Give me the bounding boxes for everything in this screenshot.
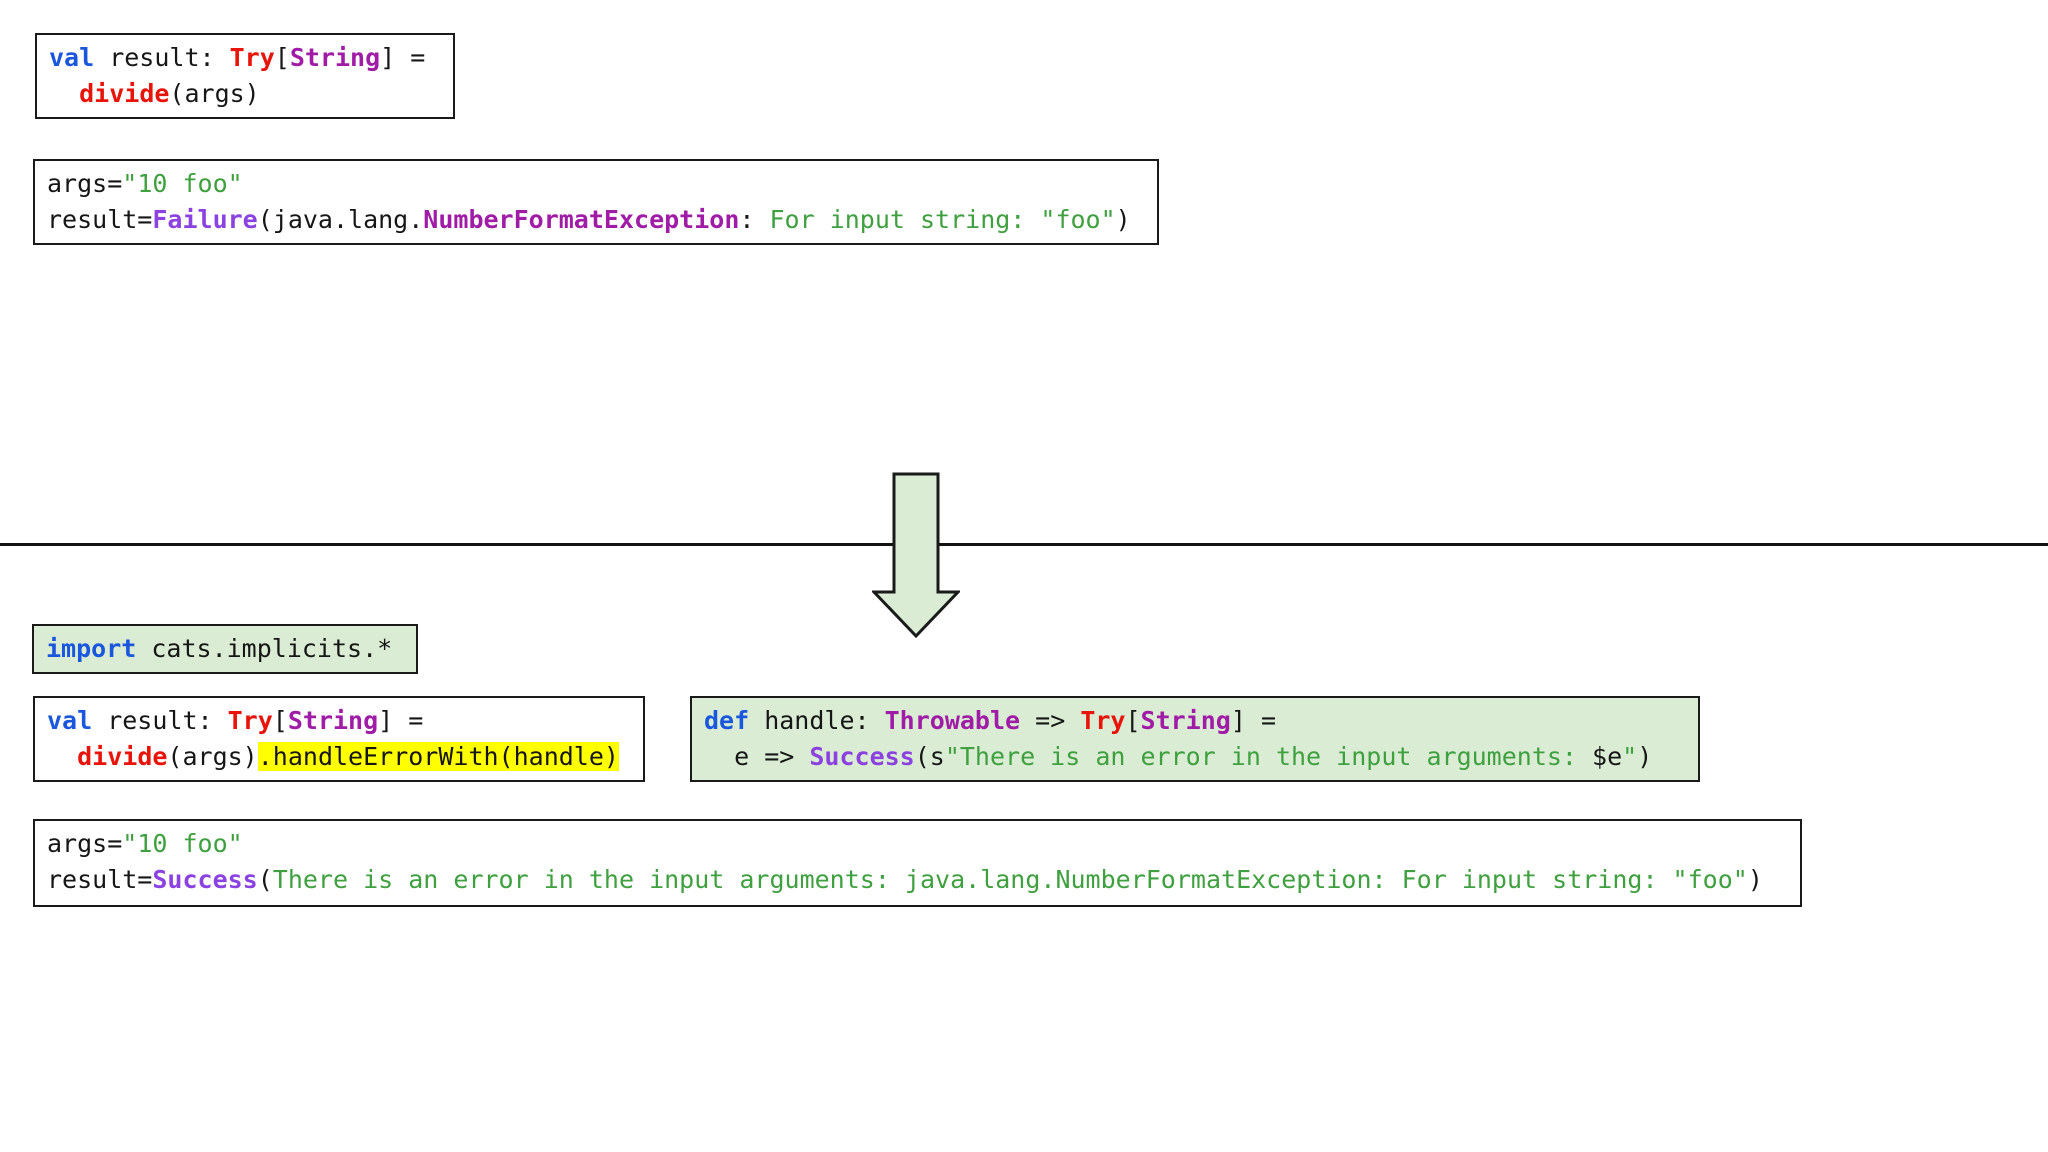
code-token: divide bbox=[77, 742, 168, 771]
code-token: String bbox=[287, 706, 379, 735]
code-token: [ bbox=[272, 706, 288, 735]
code-token: For input string: "foo" bbox=[769, 205, 1116, 234]
code-token: $e bbox=[1592, 742, 1623, 771]
code-token: import bbox=[46, 634, 137, 663]
code-token: (java.lang. bbox=[257, 205, 424, 234]
code-token: Failure bbox=[152, 205, 258, 234]
code-token: There is an error in the input arguments… bbox=[272, 865, 1748, 894]
code-token: "There is an error in the input argument… bbox=[944, 742, 1593, 771]
code-token: : bbox=[739, 205, 770, 234]
code-token: divide bbox=[79, 79, 170, 108]
code-line: result=Success(There is an error in the … bbox=[47, 862, 1788, 898]
code-token: result: bbox=[94, 43, 230, 72]
code-token: Throwable bbox=[884, 706, 1021, 735]
code-token: def bbox=[704, 706, 750, 735]
code-line: divide(args) bbox=[49, 76, 441, 112]
code-token bbox=[49, 79, 79, 108]
code-line: divide(args).handleErrorWith(handle) bbox=[47, 739, 631, 775]
code-token: args= bbox=[47, 169, 123, 198]
code-line: import cats.implicits.* bbox=[46, 631, 404, 667]
code-line: args="10 foo" bbox=[47, 826, 1788, 862]
code-token bbox=[47, 742, 77, 771]
code-token: ) bbox=[1637, 742, 1653, 771]
code-token: " bbox=[1622, 742, 1638, 771]
code-token: ) bbox=[1115, 205, 1131, 234]
output-box-success: args="10 foo"result=Success(There is an … bbox=[33, 819, 1802, 907]
code-token: (args) bbox=[169, 79, 260, 108]
code-line: e => Success(s"There is an error in the … bbox=[704, 739, 1686, 775]
code-token: result= bbox=[47, 865, 153, 894]
code-token: [ bbox=[274, 43, 290, 72]
code-token: cats.implicits.* bbox=[136, 634, 393, 663]
code-token: [ bbox=[1125, 706, 1141, 735]
code-token: "10 foo" bbox=[122, 169, 243, 198]
import-box: import cats.implicits.* bbox=[32, 624, 418, 674]
code-token: ] = bbox=[1230, 706, 1276, 735]
code-token: e => bbox=[704, 742, 810, 771]
code-box-handler-def: def handle: Throwable => Try[String] = e… bbox=[690, 696, 1700, 782]
code-token: (s bbox=[914, 742, 945, 771]
code-token: "10 foo" bbox=[122, 829, 243, 858]
code-line: result=Failure(java.lang.NumberFormatExc… bbox=[47, 202, 1145, 238]
code-token: val bbox=[47, 706, 93, 735]
code-line: def handle: Throwable => Try[String] = bbox=[704, 703, 1686, 739]
code-token: ] = bbox=[378, 706, 424, 735]
code-token: Try bbox=[227, 706, 273, 735]
code-token: handle: bbox=[749, 706, 885, 735]
code-token: ( bbox=[257, 865, 273, 894]
code-token: => bbox=[1020, 706, 1081, 735]
down-arrow-icon bbox=[872, 472, 960, 639]
code-token: Try bbox=[1080, 706, 1126, 735]
divider-line bbox=[0, 543, 2048, 546]
code-token: val bbox=[49, 43, 95, 72]
code-token: args= bbox=[47, 829, 123, 858]
code-line: val result: Try[String] = bbox=[47, 703, 631, 739]
code-token: Success bbox=[152, 865, 258, 894]
code-line: args="10 foo" bbox=[47, 166, 1145, 202]
code-token: (args) bbox=[167, 742, 258, 771]
code-token: ] = bbox=[380, 43, 426, 72]
output-box-failure: args="10 foo"result=Failure(java.lang.Nu… bbox=[33, 159, 1159, 245]
code-box-handle-error-with: val result: Try[String] = divide(args).h… bbox=[33, 696, 645, 782]
code-token: result: bbox=[92, 706, 228, 735]
code-token: .handleErrorWith(handle) bbox=[257, 742, 619, 771]
code-token: ) bbox=[1747, 865, 1763, 894]
code-token: Success bbox=[809, 742, 915, 771]
code-token: String bbox=[1140, 706, 1231, 735]
code-token: result= bbox=[47, 205, 153, 234]
code-box-divide-before: val result: Try[String] = divide(args) bbox=[35, 33, 455, 119]
code-token: String bbox=[289, 43, 381, 72]
code-token: Try bbox=[229, 43, 275, 72]
code-token: NumberFormatException bbox=[423, 205, 740, 234]
code-line: val result: Try[String] = bbox=[49, 40, 441, 76]
